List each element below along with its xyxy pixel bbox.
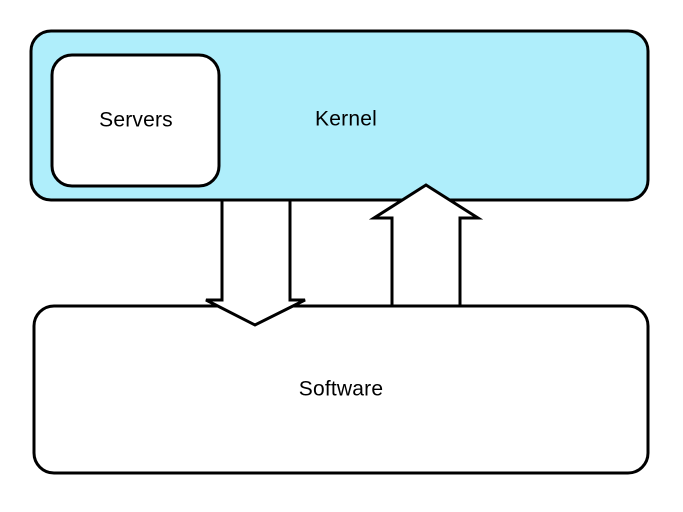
arrow-software-to-kernel-up-icon [368,183,484,308]
arrow-kernel-to-software-down-icon [205,198,306,327]
software-label: Software [299,378,383,401]
servers-label: Servers [99,109,173,132]
kernel-label: Kernel [315,108,377,131]
software-box-shape [32,304,650,475]
node-software[interactable] [32,304,650,475]
servers-box-shape [50,53,221,188]
node-servers[interactable] [50,53,221,188]
